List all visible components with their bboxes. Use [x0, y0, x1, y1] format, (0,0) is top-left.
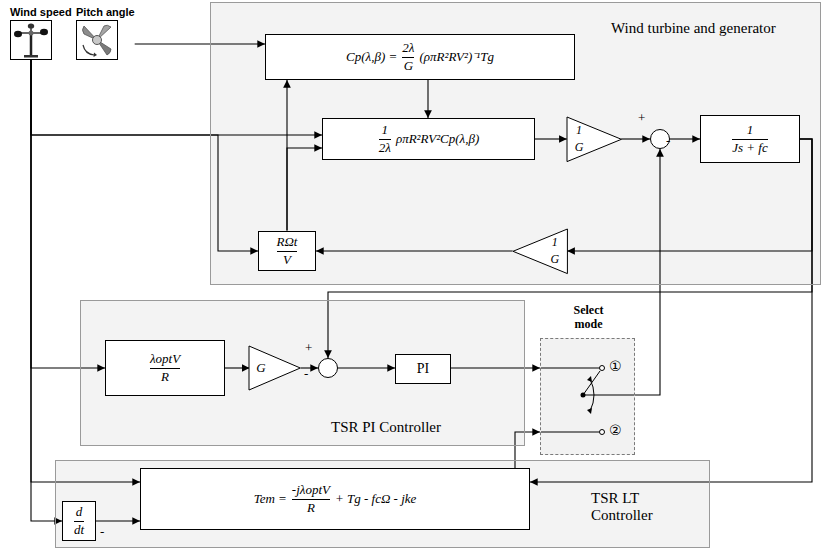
subsystem-panel: Cp(λ,β) =2λG(ρπR²RV²)⁻¹Tg12λρπR²RV²Cp(λ,… [210, 2, 821, 285]
gain-triangle: 1G [513, 229, 567, 274]
signal-connector [427, 80, 428, 118]
signal-connector [31, 60, 105, 368]
fraction-denominator: 2λ [379, 141, 391, 156]
subsystem-panel: d dt Tem = -jλoptV R + Tg - fcΩ - jke TSR LT C… [55, 460, 710, 548]
sum-circle [318, 358, 338, 378]
fraction-numerator: 1 [382, 123, 389, 138]
fraction-numerator: 1 [747, 123, 754, 138]
signal-connector [135, 43, 265, 44]
sum-junction: +- [650, 129, 670, 149]
sign-mark: + [638, 111, 645, 126]
panel-fill [210, 2, 821, 285]
fraction-bar [292, 499, 330, 500]
signal-connector [635, 149, 660, 395]
signal-connector [328, 139, 812, 358]
formula-text: (ρπR²RV²)⁻¹Tg [419, 50, 493, 65]
fraction-numerator: 1 [576, 124, 582, 138]
signal-connector [287, 148, 322, 231]
fraction-bar [379, 139, 391, 140]
sensor-label: Pitch angle [76, 6, 135, 19]
formula-text: ρπR²RV²Cp(λ,β) [396, 132, 479, 147]
mode-switch: Select mode①② [540, 338, 635, 455]
panel-heading: Wind turbine and generator [611, 20, 811, 37]
signal-connector [451, 367, 540, 368]
block-box: λoptV R [105, 340, 225, 396]
fraction-bar [74, 521, 84, 522]
signal-connector [31, 60, 62, 521]
panel-fill [55, 460, 710, 548]
block-box: 1 Js + fc [700, 115, 800, 163]
fraction-denominator: Js + fc [732, 141, 767, 156]
position-number: ② [609, 422, 622, 438]
signal-connector [535, 138, 567, 139]
fraction-bar [150, 368, 180, 369]
position-number: ① [609, 358, 622, 374]
fraction-numerator: d [76, 505, 83, 520]
signal-connector [338, 367, 395, 368]
formula-text: PI [417, 361, 429, 377]
sensor-label: Wind speed [10, 6, 72, 19]
fraction-numerator: 2λ [402, 41, 414, 56]
pitch-frame [76, 20, 118, 60]
block-box: Tem = -jλoptV R + Tg - fcΩ - jke [140, 468, 530, 530]
switch-heading: Select mode [561, 303, 616, 331]
panel-fill [80, 300, 525, 446]
signal-connector [225, 367, 249, 368]
sensor-node: Wind speed [10, 6, 72, 60]
block-box: d dt [62, 501, 96, 542]
fraction-denominator: R [307, 501, 315, 516]
fraction-denominator: G [404, 59, 413, 74]
gain-shape [567, 117, 621, 162]
fraction-bar [732, 139, 767, 140]
fraction-bar [277, 251, 298, 252]
fraction-denominator: R [161, 370, 169, 385]
panel-heading: TSR LT Controller [591, 490, 686, 524]
sign-mark: + [305, 341, 312, 356]
signal-connector [515, 432, 540, 468]
block-box: 1 2λ ρπR²RV²Cp(λ,β) [322, 118, 535, 160]
gain-triangle: 1G [567, 117, 621, 162]
formula-text: G [256, 361, 265, 376]
pitch-blade-icon [77, 21, 117, 59]
signal-connector [96, 520, 140, 521]
signal-connector [31, 60, 140, 482]
fraction-bar [402, 57, 414, 58]
signal-connector [316, 250, 513, 251]
formula-text: Tem = [254, 492, 287, 507]
sensor-node: Pitch angle [76, 6, 135, 60]
fraction-denominator: G [551, 253, 560, 267]
block-box: PI [395, 354, 451, 384]
fraction-numerator: -jλoptV [292, 483, 330, 498]
formula-text: Cp(λ,β) = [346, 50, 397, 65]
subsystem-panel: λoptVRG+-PITSR PI Controller [80, 300, 525, 446]
anemometer-icon [11, 21, 51, 59]
fraction-numerator: 1 [552, 236, 558, 250]
fraction-denominator: dt [74, 523, 84, 538]
gain-shape [513, 229, 567, 274]
signal-connector [670, 138, 700, 139]
panel-heading: TSR PI Controller [331, 419, 511, 436]
block-box: Cp(λ,β) = 2λG (ρπR²RV²)⁻¹Tg [265, 34, 575, 80]
fraction-numerator: RΩt [277, 235, 298, 250]
gain-triangle: G [249, 346, 300, 390]
sign-mark: - [304, 367, 308, 382]
signal-connector [31, 60, 258, 251]
fraction-denominator: V [283, 253, 291, 268]
block-box: RΩtV [258, 231, 316, 272]
sign-mark: - [666, 134, 670, 149]
sign-mark: - [100, 525, 104, 540]
formula-text: + Tg - fcΩ - jke [335, 492, 416, 507]
fraction-numerator: λoptV [150, 352, 180, 367]
anemometer-frame [10, 20, 52, 60]
signal-connector [621, 138, 650, 139]
fraction-denominator: G [575, 141, 584, 155]
signal-connector [301, 367, 318, 368]
sum-junction: +- [318, 358, 338, 378]
signal-connector [530, 139, 812, 482]
